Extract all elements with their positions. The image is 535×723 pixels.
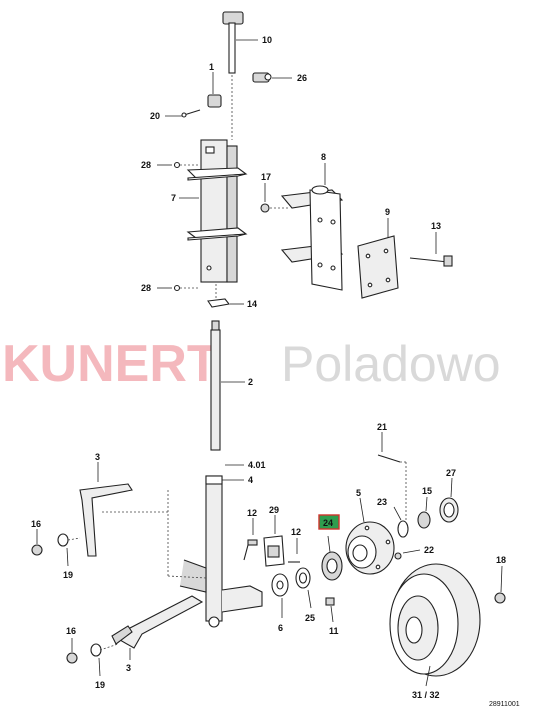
callout-16-upper: 16 <box>31 519 41 529</box>
washer-23 <box>393 506 409 538</box>
bolt-13 <box>409 232 453 267</box>
callout-6: 6 <box>278 623 283 633</box>
callout-19-lower: 19 <box>95 680 105 690</box>
washer-19-lower <box>90 643 119 677</box>
screw-20 <box>165 109 201 118</box>
screw-28-bottom <box>157 284 200 292</box>
nut-16-upper <box>31 529 43 556</box>
callout-4-01: 4.01 <box>248 460 266 470</box>
callout-27: 27 <box>446 468 456 478</box>
screw-28-top <box>157 161 200 169</box>
inner-tube <box>167 464 263 628</box>
screw-12-right <box>288 538 300 563</box>
callout-2: 2 <box>248 377 253 387</box>
washer-19-upper <box>57 533 81 567</box>
callout-7: 7 <box>171 193 176 203</box>
nut-18 <box>494 565 506 604</box>
callout-28-bottom: 28 <box>141 283 151 293</box>
arm-3-upper <box>79 462 169 576</box>
nut-17 <box>260 183 290 213</box>
callout-15: 15 <box>422 486 432 496</box>
callout-22: 22 <box>424 545 434 555</box>
watermark-brand: KUNERT <box>2 335 219 393</box>
callout-13: 13 <box>431 221 441 231</box>
nut-16-lower <box>66 638 78 664</box>
callout-labels: 10 1 26 20 28 7 8 17 9 13 28 14 2 21 3 4… <box>31 35 506 700</box>
callout-11: 11 <box>329 626 339 636</box>
callout-8: 8 <box>321 152 326 162</box>
callout-18: 18 <box>496 555 506 565</box>
wheel-hub <box>345 497 395 575</box>
cap-27 <box>439 477 459 523</box>
seal-25 <box>295 567 312 609</box>
callout-10: 10 <box>262 35 272 45</box>
callout-20: 20 <box>150 111 160 121</box>
highlight-box-24 <box>318 514 340 530</box>
watermark-place: Poladowo <box>281 336 501 392</box>
screw-12-left <box>243 518 258 561</box>
stud-21 <box>377 432 407 520</box>
arm-3-lower <box>111 595 204 660</box>
pin-26 <box>252 72 292 83</box>
callout-21: 21 <box>377 422 387 432</box>
callout-24: 24 <box>323 518 333 528</box>
mount-bracket <box>280 163 344 291</box>
spindle <box>210 320 245 451</box>
watermark: KUNERT Poladowo <box>2 335 501 393</box>
washer-6 <box>271 573 289 618</box>
jack-column <box>179 139 248 283</box>
callout-14: 14 <box>247 299 257 309</box>
callout-25: 25 <box>305 613 315 623</box>
callout-31-32: 31 / 32 <box>412 690 440 700</box>
callout-17: 17 <box>261 172 271 182</box>
callout-12-left: 12 <box>247 508 257 518</box>
nut-1 <box>207 72 222 108</box>
callout-23: 23 <box>377 497 387 507</box>
callout-5: 5 <box>356 488 361 498</box>
bolt-11 <box>325 597 335 623</box>
callout-28-top: 28 <box>141 160 151 170</box>
sticker-29 <box>263 515 285 567</box>
crank-handle <box>222 11 258 74</box>
callout-19-upper: 19 <box>63 570 73 580</box>
bushing-14 <box>207 284 244 308</box>
callout-9: 9 <box>385 207 390 217</box>
callout-26: 26 <box>297 73 307 83</box>
drawing-code: 28911001 <box>489 701 520 708</box>
callout-3-lower: 3 <box>126 663 131 673</box>
screw-22 <box>394 549 421 560</box>
mount-plate <box>357 218 399 299</box>
nut-15 <box>417 496 431 529</box>
bearing-24 <box>321 535 343 581</box>
callout-3-upper: 3 <box>95 452 100 462</box>
callout-4: 4 <box>248 475 253 485</box>
wheel <box>389 563 481 687</box>
callout-1: 1 <box>209 62 214 72</box>
callout-16-lower: 16 <box>66 626 76 636</box>
callout-12-right: 12 <box>291 527 301 537</box>
callout-29: 29 <box>269 505 279 515</box>
